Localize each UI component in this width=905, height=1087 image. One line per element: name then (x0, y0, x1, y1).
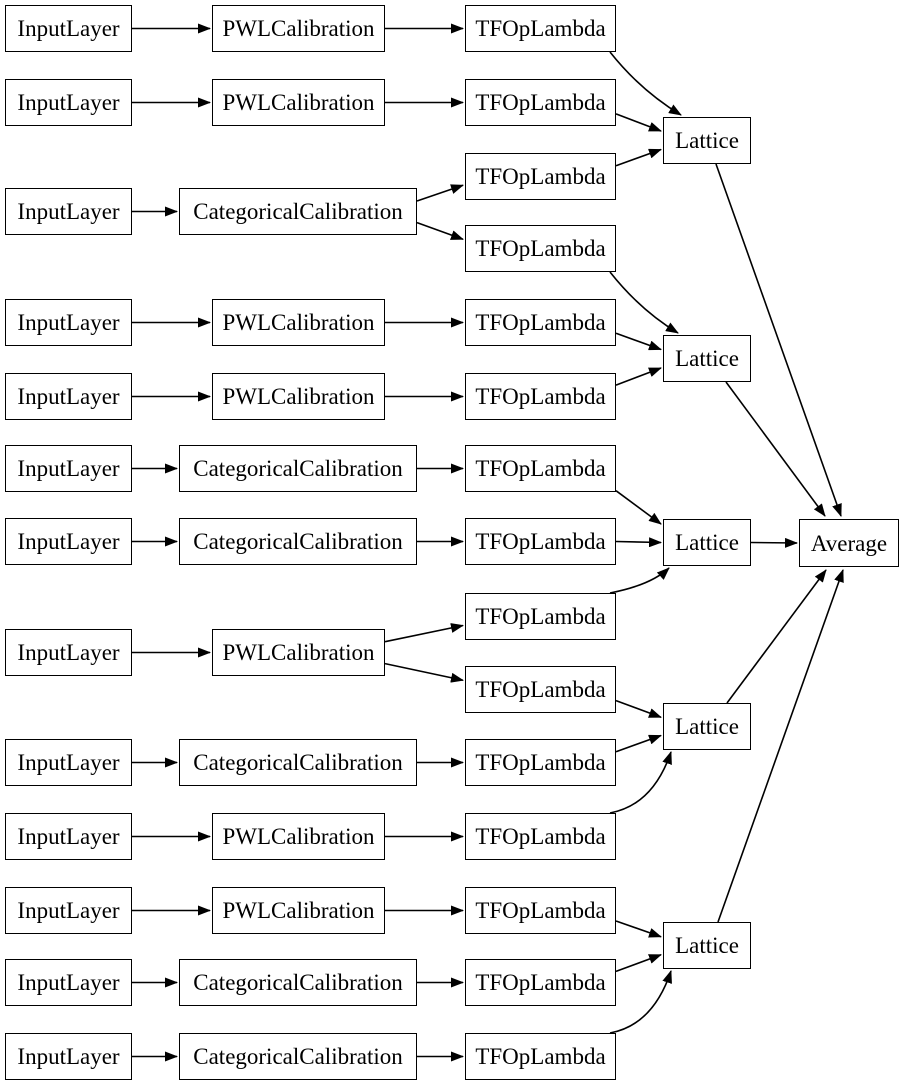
node-lambda-7: TFOpLambda (465, 445, 616, 492)
node-lambda-14: TFOpLambda (465, 959, 616, 1006)
node-pwl-2: PWLCalibration (212, 79, 385, 126)
node-pwl-5: PWLCalibration (212, 629, 385, 676)
node-input-1: InputLayer (5, 5, 132, 52)
node-lambda-4: TFOpLambda (465, 225, 616, 272)
edge-lambda-10-to-lattice-4 (615, 699, 662, 719)
edge-lambda-6-to-lattice-2 (615, 367, 662, 386)
node-catcal-6: CategoricalCalibration (179, 1033, 417, 1080)
node-lambda-1: TFOpLambda (465, 5, 616, 52)
node-lambda-13: TFOpLambda (465, 887, 616, 934)
node-input-13: InputLayer (5, 1033, 132, 1080)
node-lambda-5: TFOpLambda (465, 299, 616, 346)
node-lattice-3: Lattice (663, 519, 751, 566)
edge-lambda-4-to-lattice-2 (609, 271, 679, 334)
node-pwl-6: PWLCalibration (212, 813, 385, 860)
node-input-8: InputLayer (5, 629, 132, 676)
node-input-2: InputLayer (5, 79, 132, 126)
edge-lattice-4-to-average (726, 569, 827, 704)
node-lambda-12: TFOpLambda (465, 813, 616, 860)
edge-lattice-3-to-average (750, 537, 798, 548)
node-lambda-2: TFOpLambda (465, 79, 616, 126)
node-lattice-2: Lattice (663, 335, 751, 382)
edge-pwl-5-to-lambda-10 (384, 662, 464, 683)
edge-lattice-1-to-average (715, 163, 842, 517)
edge-lattice-2-to-average (725, 381, 826, 517)
node-lambda-9: TFOpLambda (465, 593, 616, 640)
edge-lambda-15-to-lattice-5 (609, 970, 672, 1034)
node-input-10: InputLayer (5, 813, 132, 860)
edge-lambda-8-to-lattice-3 (615, 537, 662, 548)
edge-lambda-7-to-lattice-3 (615, 490, 662, 525)
edge-lambda-2-to-lattice-1 (615, 113, 662, 132)
node-lambda-8: TFOpLambda (465, 518, 616, 565)
node-input-3: InputLayer (5, 188, 132, 235)
node-pwl-4: PWLCalibration (212, 373, 385, 420)
node-input-5: InputLayer (5, 373, 132, 420)
edge-lambda-14-to-lattice-5 (615, 953, 662, 973)
node-pwl-3: PWLCalibration (212, 299, 385, 346)
node-pwl-1: PWLCalibration (212, 5, 385, 52)
node-catcal-3: CategoricalCalibration (179, 518, 417, 565)
edge-pwl-5-to-lambda-9 (384, 623, 464, 643)
node-input-7: InputLayer (5, 518, 132, 565)
edge-catcal-1-to-lambda-3 (416, 184, 464, 202)
edge-lambda-11-to-lattice-4 (615, 734, 662, 753)
node-average: Average (799, 519, 899, 567)
edge-lambda-1-to-lattice-1 (609, 51, 682, 116)
edge-lambda-12-to-lattice-4 (609, 751, 672, 814)
edge-lambda-5-to-lattice-2 (615, 332, 662, 351)
edge-lambda-3-to-lattice-1 (615, 148, 662, 167)
node-lattice-4: Lattice (663, 703, 751, 750)
node-lambda-11: TFOpLambda (465, 739, 616, 786)
node-lattice-5: Lattice (663, 922, 751, 969)
node-catcal-1: CategoricalCalibration (179, 188, 417, 235)
node-lambda-6: TFOpLambda (465, 373, 616, 420)
node-input-6: InputLayer (5, 445, 132, 492)
node-catcal-4: CategoricalCalibration (179, 739, 417, 786)
node-catcal-5: CategoricalCalibration (179, 959, 417, 1006)
edge-catcal-1-to-lambda-4 (416, 221, 464, 241)
node-catcal-2: CategoricalCalibration (179, 445, 417, 492)
node-pwl-7: PWLCalibration (212, 887, 385, 934)
edge-lambda-9-to-lattice-3 (609, 567, 670, 594)
node-lambda-15: TFOpLambda (465, 1033, 616, 1080)
edge-lattice-5-to-average (717, 569, 844, 923)
node-lambda-3: TFOpLambda (465, 153, 616, 200)
node-input-4: InputLayer (5, 299, 132, 346)
node-input-9: InputLayer (5, 739, 132, 786)
node-lattice-1: Lattice (663, 117, 751, 164)
node-lambda-10: TFOpLambda (465, 666, 616, 713)
node-input-11: InputLayer (5, 887, 132, 934)
node-input-12: InputLayer (5, 959, 132, 1006)
edge-lambda-13-to-lattice-5 (615, 920, 662, 938)
